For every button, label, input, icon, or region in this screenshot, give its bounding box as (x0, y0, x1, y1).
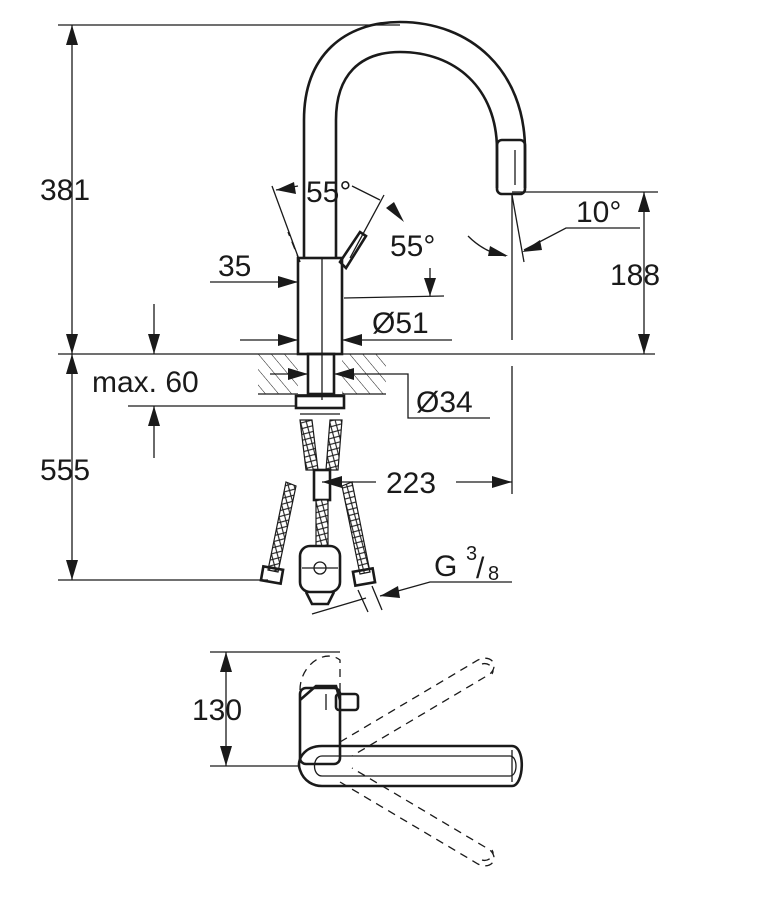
dim-max-deck: max. 60 (92, 366, 199, 399)
dim-hose-length: 555 (40, 454, 90, 487)
hose-right (341, 481, 371, 575)
mounting-nut (294, 394, 346, 410)
lever-handle (338, 230, 368, 271)
spout-swing-down-dashed (339, 767, 495, 867)
hose-center (299, 419, 319, 471)
dim-body-offset: 35 (218, 250, 251, 283)
faucet-body (296, 256, 344, 356)
hose-left (267, 481, 297, 573)
dim-total-height: 381 (40, 174, 90, 207)
plan-lever (334, 692, 360, 712)
dim-connection-main: G (434, 550, 457, 583)
plan-view: 130 (192, 651, 524, 867)
dim-lever-angle-side: 55° (390, 230, 435, 263)
dim-reach: 223 (386, 467, 436, 500)
hose-fitting-left (259, 564, 285, 586)
spray-head (495, 138, 527, 196)
dim-spray-angle: 10° (576, 196, 621, 229)
dim-lever-angle-top: 55° (306, 176, 351, 209)
dim-connection-num: 3 (466, 543, 477, 565)
dim-shank-diameter: Ø34 (416, 386, 473, 419)
dim-spout-height: 188 (610, 259, 660, 292)
hose-fitting-right (351, 566, 377, 588)
side-elevation: 381 188 10° 55° 55° 35 (40, 20, 660, 615)
plan-spout (297, 744, 524, 788)
spout-gooseneck (302, 20, 527, 258)
dim-connection-den: 8 (488, 563, 499, 585)
dim-body-diameter: Ø51 (372, 307, 429, 340)
dim-plan-depth: 130 (192, 694, 242, 727)
dim-connection-slash: / (476, 552, 485, 585)
plan-body (298, 686, 342, 766)
spout-swing-up-dashed (339, 657, 495, 757)
hose-weight (298, 544, 342, 594)
